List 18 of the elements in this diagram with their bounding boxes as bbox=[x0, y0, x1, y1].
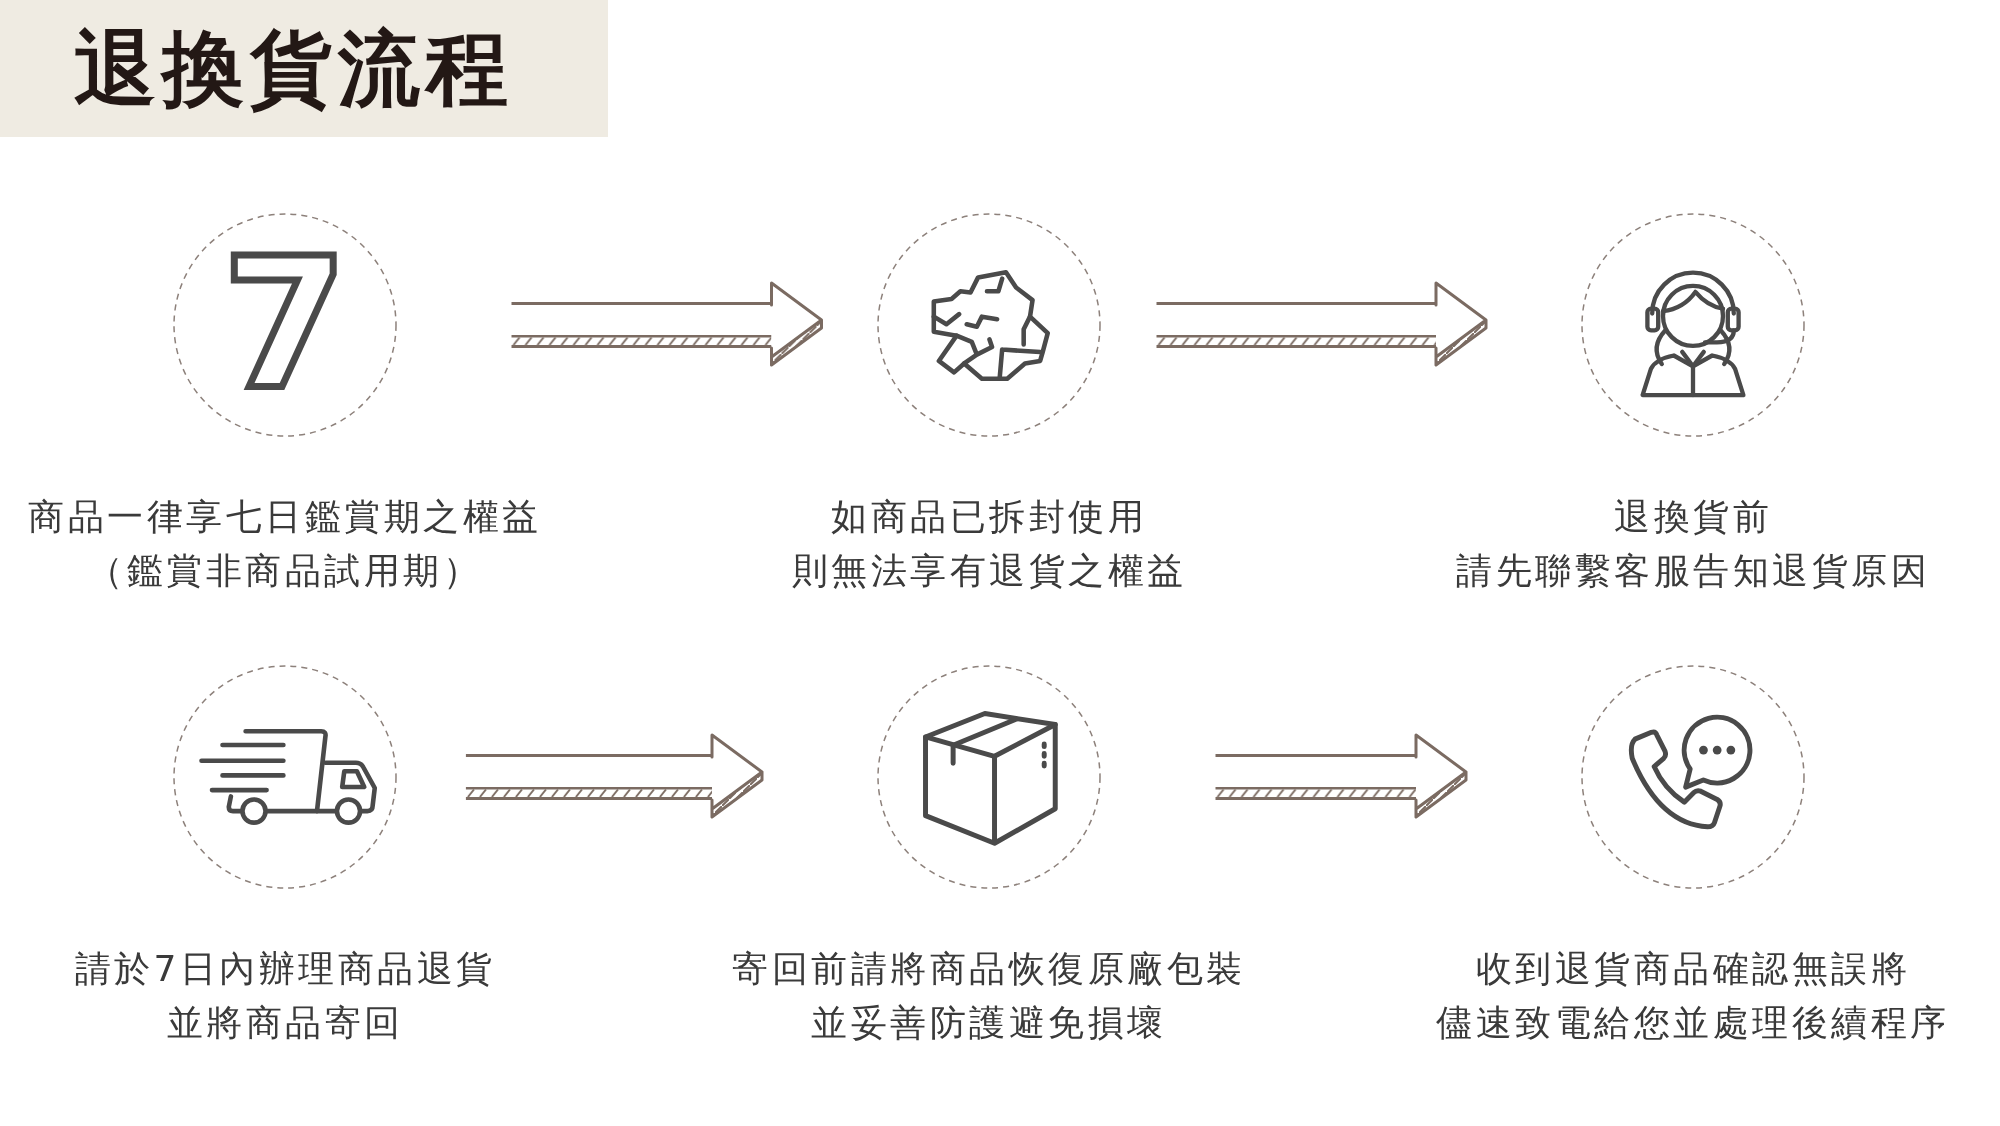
step-text: 並將商品寄回 bbox=[166, 1001, 404, 1045]
block-arrow bbox=[511, 281, 823, 367]
step-text: 寄回前請將商品恢復原廠包裝 bbox=[732, 947, 1246, 991]
step-text: 儘速致電給您並處理後續程序 bbox=[1436, 1001, 1950, 1045]
step-text: （鑑賞非商品試用期） bbox=[87, 549, 483, 593]
step-text: 請於7日內辦理商品退貨 bbox=[74, 947, 496, 991]
block-arrow bbox=[1215, 733, 1468, 819]
step-text: 請先聯繫客服告知退貨原因 bbox=[1456, 549, 1930, 593]
block-arrow bbox=[465, 733, 764, 819]
step-text: 收到退貨商品確認無誤將 bbox=[1475, 947, 1910, 991]
step-text: 商品一律享七日鑑賞期之權益 bbox=[28, 495, 542, 539]
step-text: 則無法享有退貨之權益 bbox=[791, 549, 1187, 593]
title: 退換貨流程 bbox=[74, 22, 514, 114]
step-text: 並妥善防護避免損壞 bbox=[811, 1001, 1167, 1045]
step-text: 退換貨前 bbox=[1614, 495, 1772, 539]
block-arrow bbox=[1156, 281, 1488, 367]
outlined-number: 7 bbox=[222, 253, 348, 397]
step-text: 如商品已拆封使用 bbox=[831, 495, 1147, 539]
